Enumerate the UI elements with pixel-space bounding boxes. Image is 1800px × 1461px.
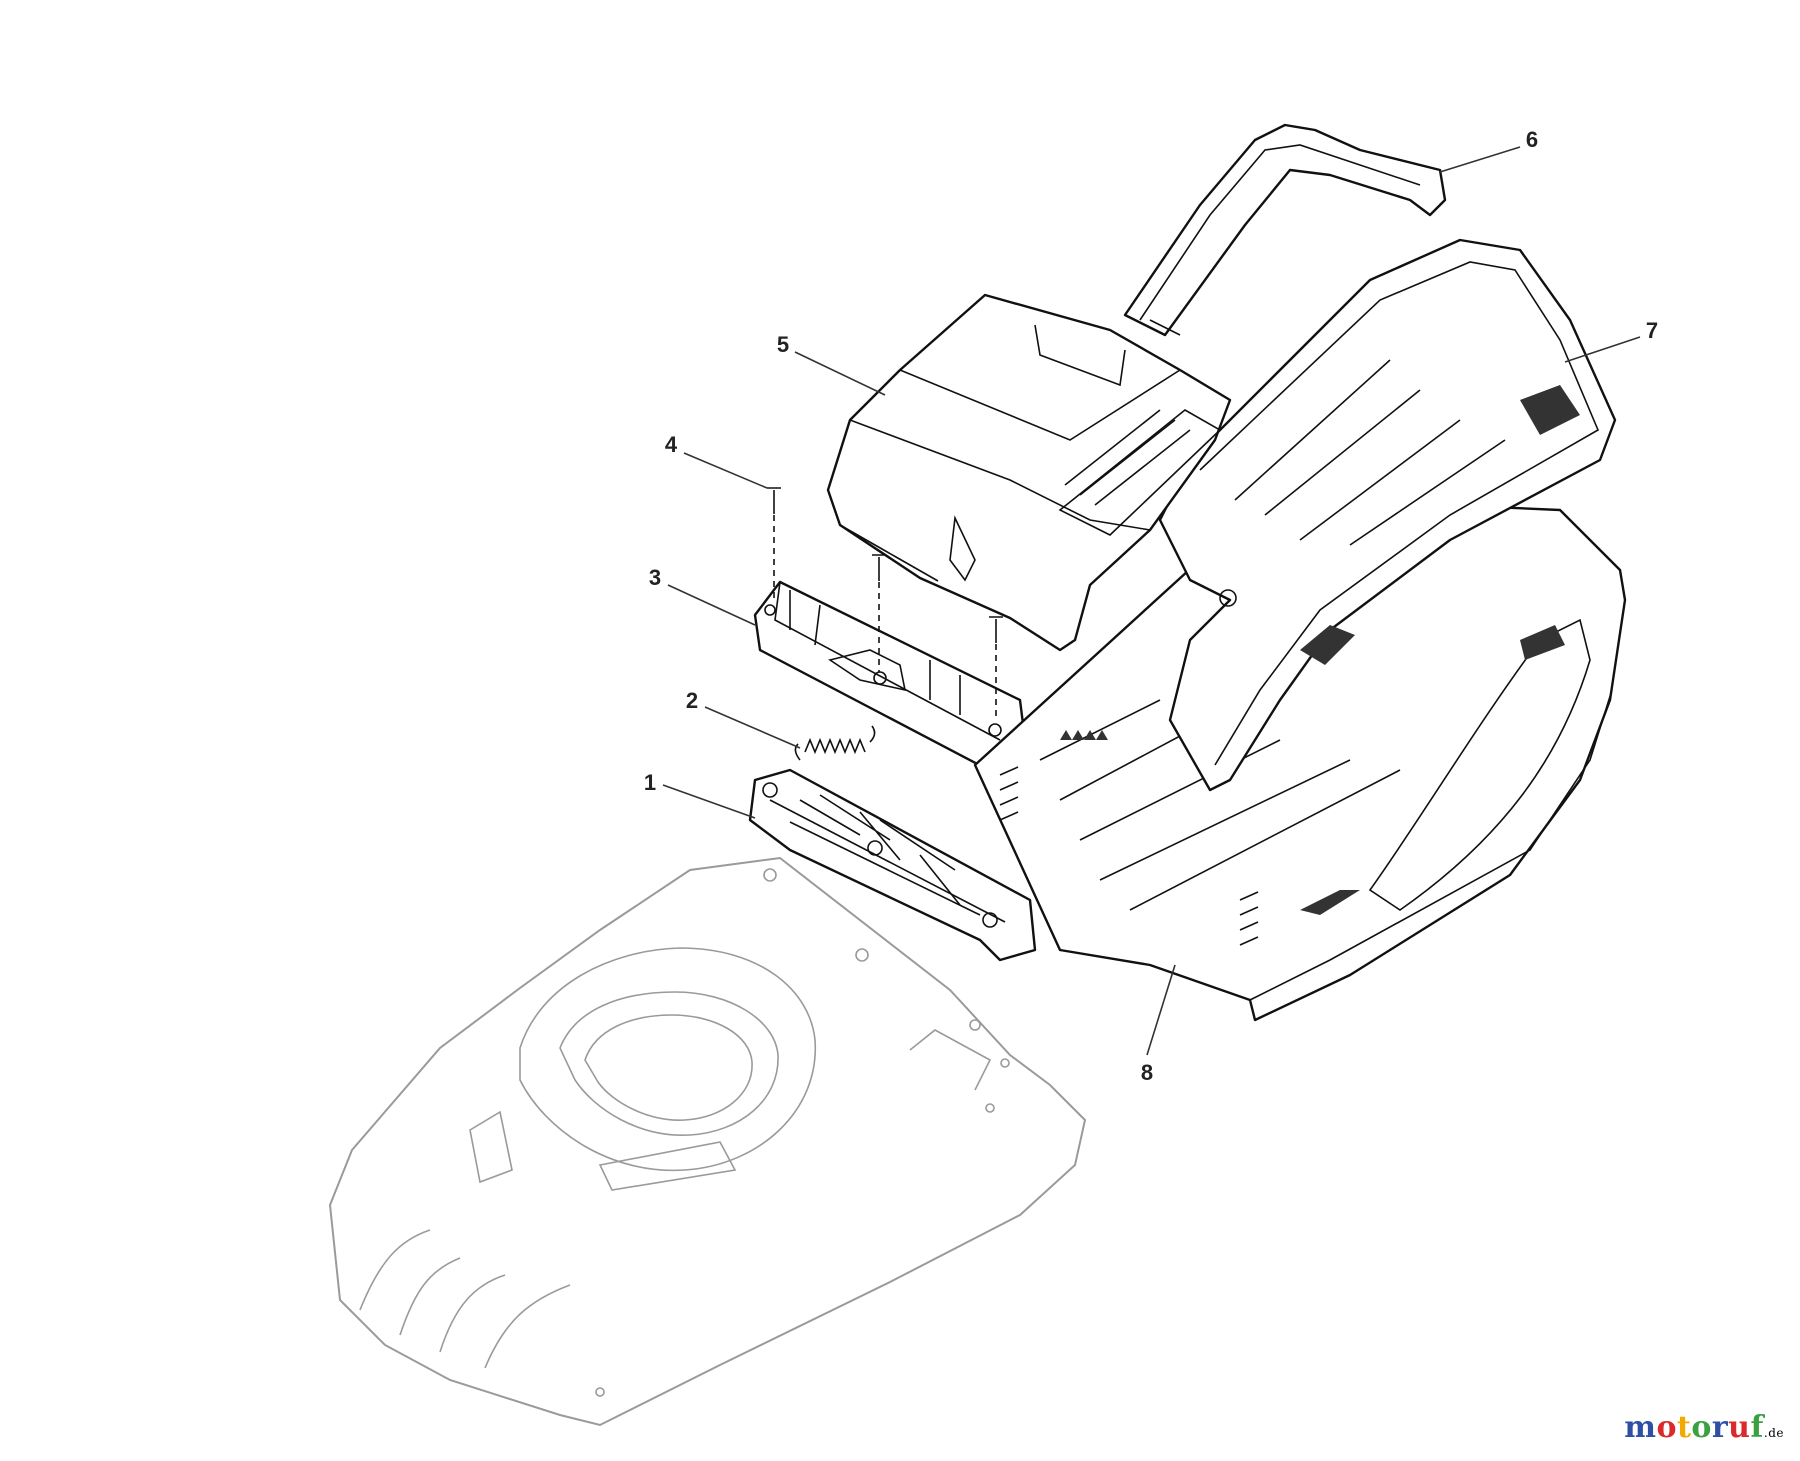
part-3-flap — [753, 580, 1027, 772]
callout-3: 3 — [649, 565, 661, 590]
brand-letter: r — [1711, 1410, 1729, 1445]
callout-8: 8 — [1141, 1060, 1153, 1085]
callout-5: 5 — [777, 332, 789, 357]
callout-labels: 1 2 3 4 5 6 7 8 — [644, 127, 1658, 1085]
brand-letter: o — [1691, 1410, 1712, 1445]
callout-7: 7 — [1646, 318, 1658, 343]
callout-leaders — [662, 146, 1641, 1056]
callout-4: 4 — [665, 432, 678, 457]
brand-letter: t — [1676, 1410, 1692, 1445]
mower-deck-outline — [328, 856, 1087, 1427]
callout-6: 6 — [1526, 127, 1538, 152]
callout-2: 2 — [686, 688, 698, 713]
part-5-grass-box-lid — [826, 293, 1232, 652]
brand-letter: m — [1624, 1410, 1657, 1445]
part-7-grass-box-top — [1158, 238, 1617, 792]
part-2-spring — [794, 725, 876, 761]
brand-letter: f — [1750, 1410, 1764, 1445]
brand-letter: u — [1728, 1410, 1751, 1445]
part-8-grass-box-bottom — [973, 498, 1627, 1022]
brand-letter: o — [1656, 1410, 1677, 1445]
callout-1: 1 — [644, 770, 656, 795]
part-6-handle — [1123, 123, 1447, 337]
brand-suffix: .de — [1763, 1426, 1784, 1440]
part-1-deflector-plate — [748, 768, 1037, 962]
brand-logo: motoruf.de — [1624, 1410, 1784, 1445]
